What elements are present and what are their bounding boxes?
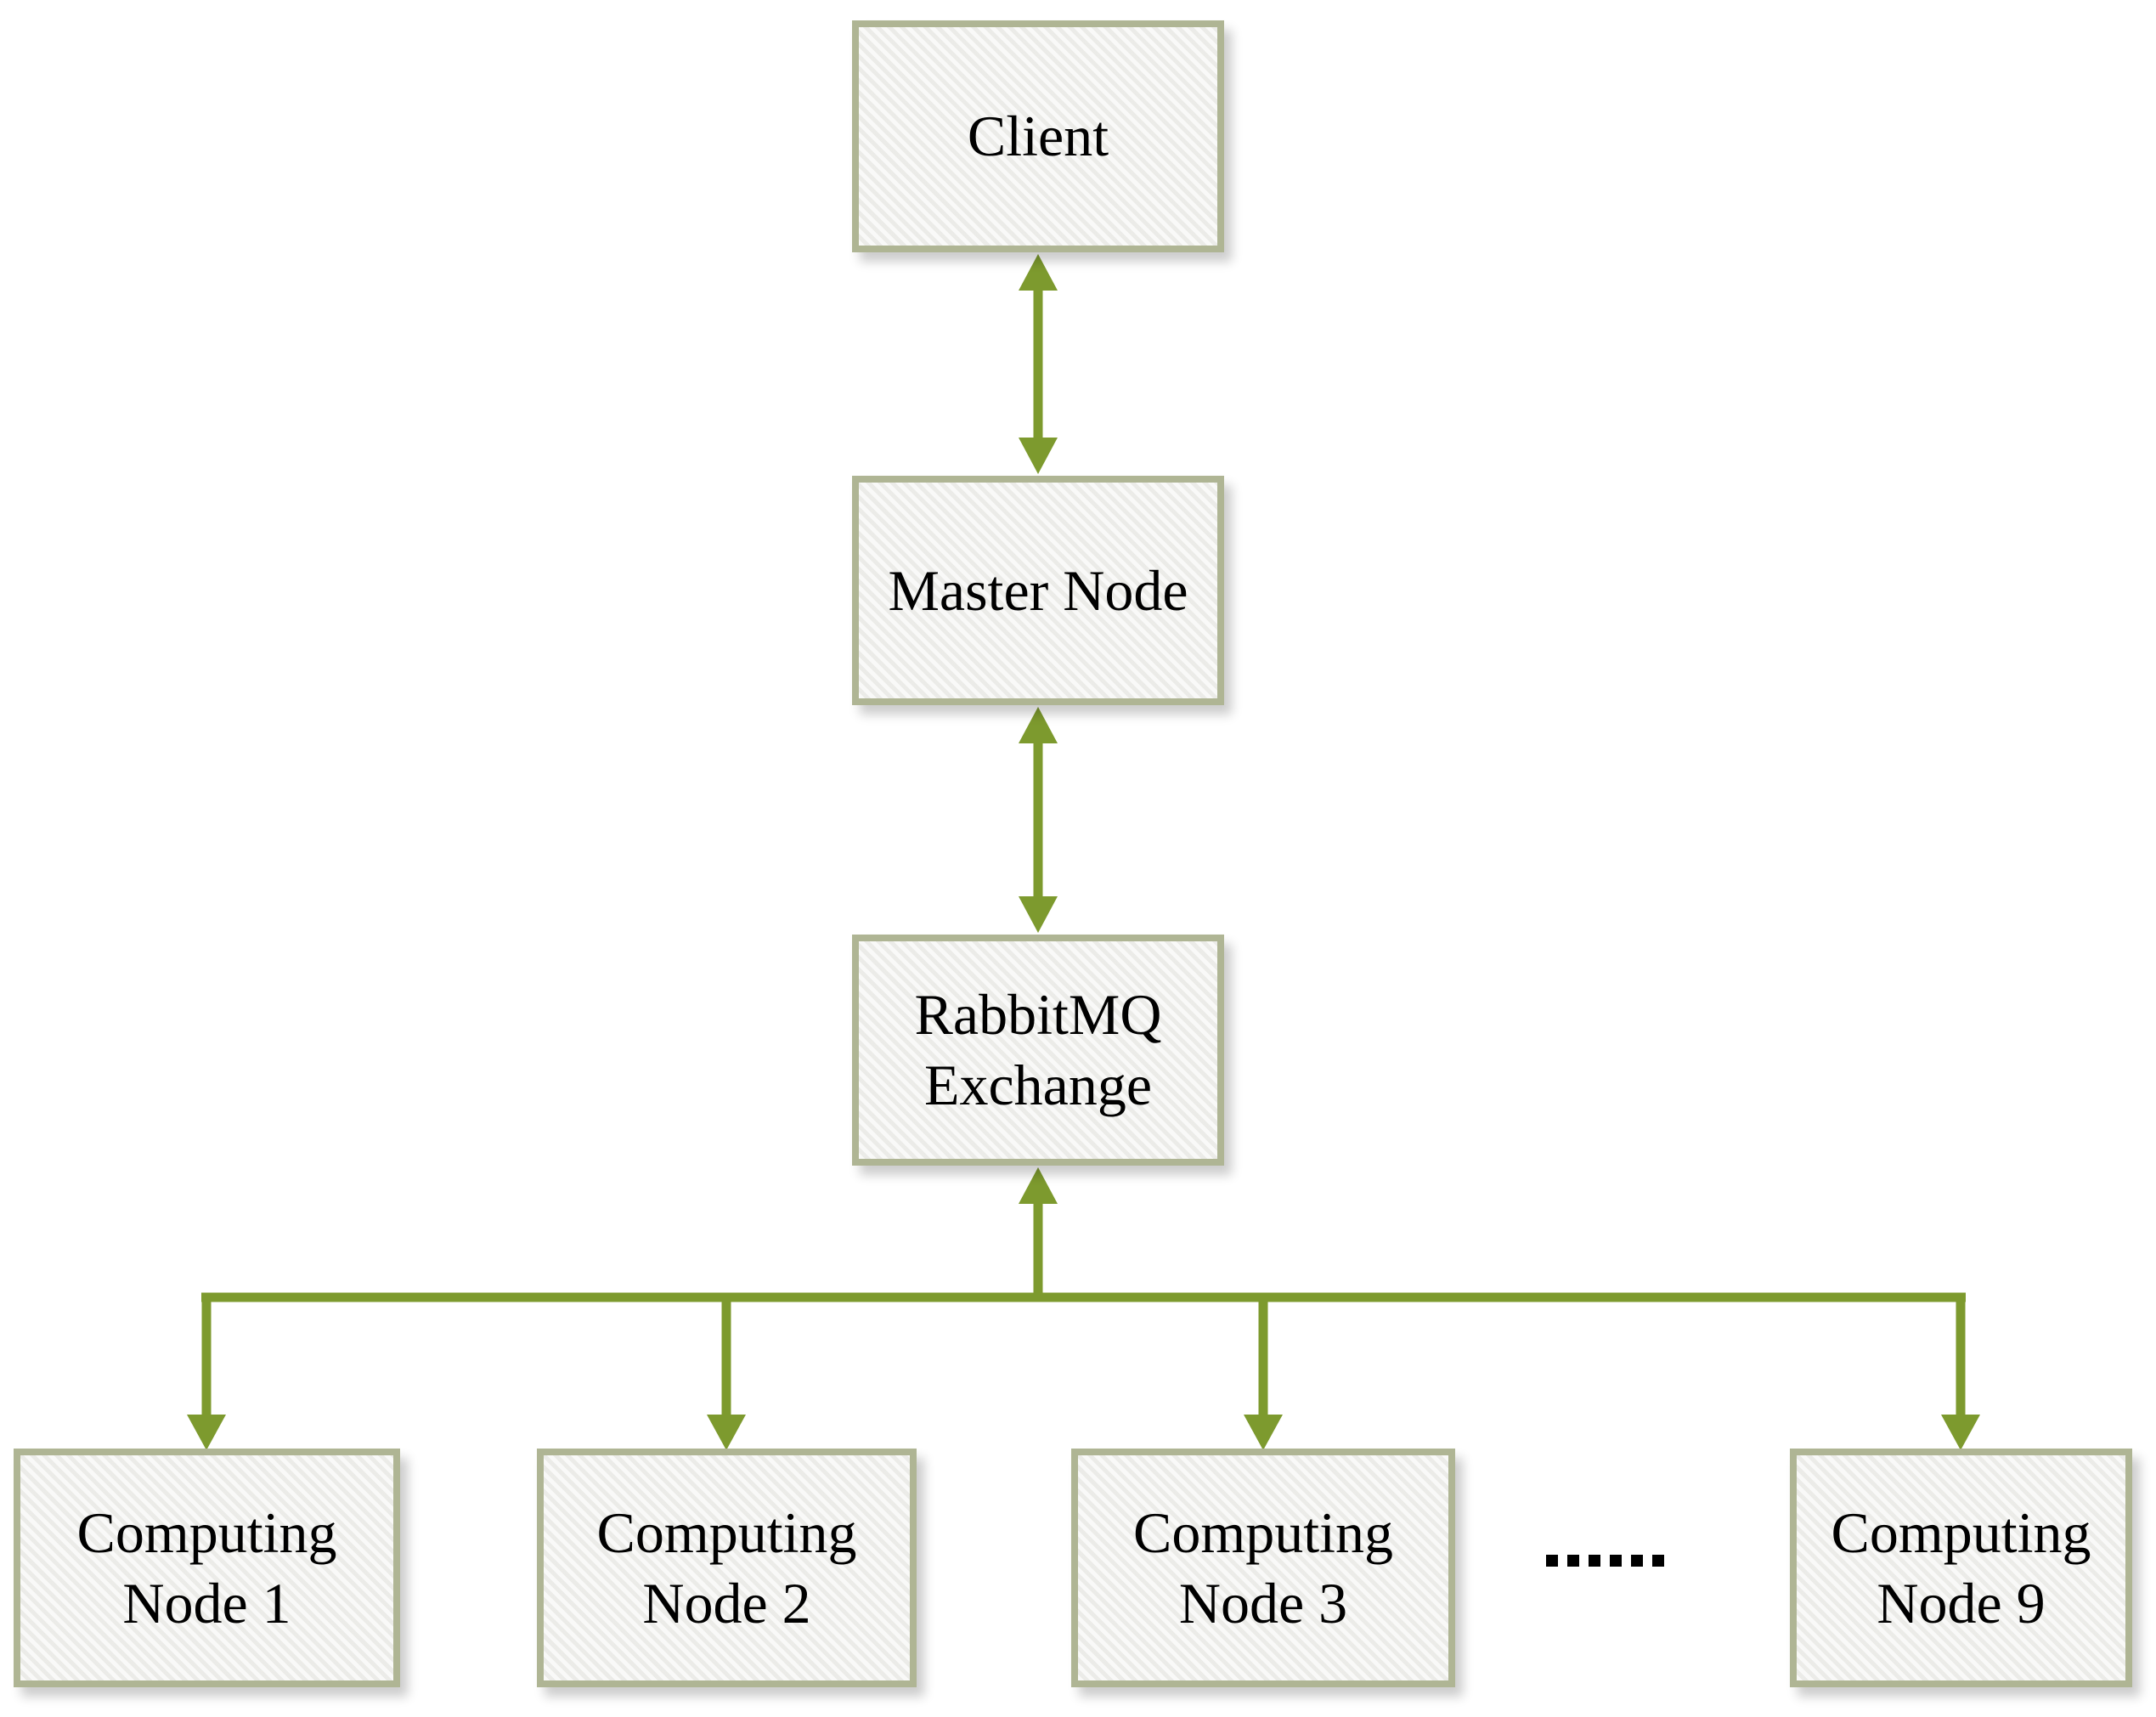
client-master-arrow [1019,254,1058,474]
arrowhead-down-icon [1941,1415,1980,1450]
arrowhead-down-icon [1019,896,1058,933]
arrowhead-up-icon [1019,707,1058,743]
ellipsis-dots [1546,1555,1664,1567]
bus-node1-arrow [187,1293,226,1450]
computing-node-9: Computing Node 9 [1790,1449,2132,1687]
computing-node-1-label: Computing Node 1 [76,1500,337,1635]
arrowhead-down-icon [1244,1415,1283,1450]
arrowhead-down-icon [187,1415,226,1450]
bus-rabbitmq-arrow [1019,1167,1058,1297]
computing-node-3: Computing Node 3 [1071,1449,1455,1687]
ellipsis-dot [1589,1555,1600,1567]
computing-node-2-label: Computing Node 2 [596,1500,857,1635]
client-node-label: Client [967,104,1109,169]
arrowhead-up-icon [1019,254,1058,291]
rabbitmq-exchange-node: RabbitMQ Exchange [852,935,1224,1166]
master-rabbitmq-arrow [1019,707,1058,933]
ellipsis-dot [1631,1555,1643,1567]
bus-node3-arrow [1244,1293,1283,1450]
master-node-label: Master Node [888,557,1188,623]
master-node: Master Node [852,476,1224,705]
arrowhead-up-icon [1019,1167,1058,1204]
bus-node9-arrow [1941,1293,1980,1450]
arrowhead-down-icon [707,1415,746,1450]
bus-node2-arrow [707,1293,746,1450]
ellipsis-dot [1546,1555,1558,1567]
arrowhead-down-icon [1019,438,1058,474]
ellipsis-dot [1567,1555,1579,1567]
rabbitmq-exchange-label: RabbitMQ Exchange [914,982,1162,1117]
computing-node-9-label: Computing Node 9 [1831,1500,2091,1635]
client-node: Client [852,20,1224,252]
ellipsis-dot [1610,1555,1622,1567]
computing-node-2: Computing Node 2 [537,1449,917,1687]
computing-node-1: Computing Node 1 [14,1449,400,1687]
computing-node-3-label: Computing Node 3 [1132,1500,1394,1635]
ellipsis-dot [1652,1555,1664,1567]
